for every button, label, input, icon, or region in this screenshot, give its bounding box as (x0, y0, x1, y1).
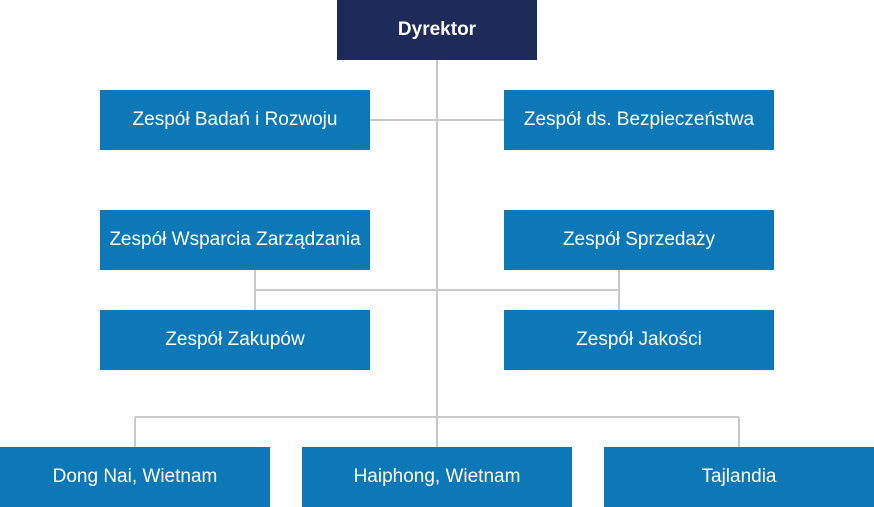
site-dong-nai-label: Dong Nai, Wietnam (52, 466, 218, 487)
management-support-team-box: Zespół Wsparcia Zarządzania (100, 210, 370, 270)
site-haiphong-label: Haiphong, Wietnam (353, 466, 521, 487)
site-thailand-box: Tajlandia (604, 447, 874, 507)
safety-team-label: Zespół ds. Bezpieczeństwa (523, 109, 755, 130)
purchasing-team-label: Zespół Zakupów (165, 329, 305, 350)
quality-team-box: Zespół Jakości (504, 310, 774, 370)
rd-team-box: Zespół Badań i Rozwoju (100, 90, 370, 150)
rd-team-label: Zespół Badań i Rozwoju (132, 109, 338, 130)
management-support-team-label: Zespół Wsparcia Zarządzania (109, 229, 361, 250)
sales-team-box: Zespół Sprzedaży (504, 210, 774, 270)
safety-team-box: Zespół ds. Bezpieczeństwa (504, 90, 774, 150)
site-haiphong-box: Haiphong, Wietnam (302, 447, 572, 507)
quality-team-label: Zespół Jakości (576, 329, 702, 350)
site-dong-nai-box: Dong Nai, Wietnam (0, 447, 270, 507)
purchasing-team-box: Zespół Zakupów (100, 310, 370, 370)
site-thailand-label: Tajlandia (701, 466, 777, 487)
director-box: Dyrektor (337, 0, 537, 60)
director-label: Dyrektor (397, 19, 477, 40)
sales-team-label: Zespół Sprzedaży (562, 229, 716, 250)
